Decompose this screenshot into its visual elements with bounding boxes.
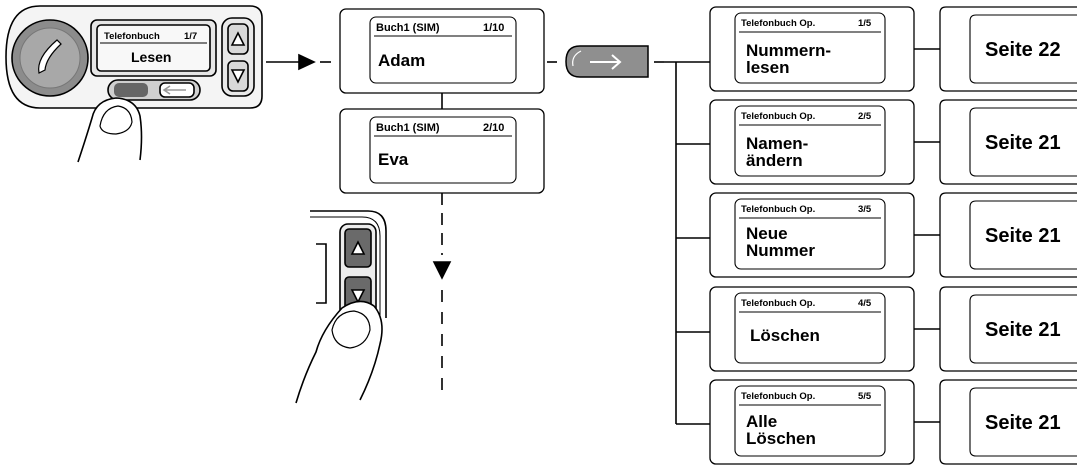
option-line1-2: Namen- — [746, 134, 809, 153]
option-line1-5: Alle — [746, 412, 778, 431]
option-index-3: 3/5 — [858, 204, 872, 215]
phone-icon — [11, 19, 89, 97]
option-index-1: 1/5 — [858, 18, 872, 29]
option-index-5: 5/5 — [858, 391, 872, 402]
option-page-5: Seite 21 — [985, 412, 1061, 434]
option-title-4: Telefonbuch Op. — [741, 298, 816, 309]
option-line1-4: Löschen — [750, 326, 820, 345]
list-index-2: 2/10 — [483, 122, 505, 134]
device-to-list-arrow — [266, 53, 331, 71]
option-title-2: Telefonbuch Op. — [741, 111, 816, 122]
device-screen-text: Lesen — [131, 49, 172, 65]
list-box-adam — [339, 8, 545, 94]
list-title-1: Buch1 (SIM) — [376, 22, 440, 34]
list-index-1: 1/10 — [483, 22, 505, 34]
up-down-keys-device — [310, 210, 387, 321]
device-screen-index: 1/7 — [184, 31, 198, 42]
finger-icon-2 — [295, 300, 383, 404]
list-box-eva — [339, 108, 545, 194]
list-title-2: Buch1 (SIM) — [376, 122, 440, 134]
option-box-1 — [709, 6, 915, 92]
option-line1-1: Nummern- — [746, 41, 832, 60]
scroll-down-dashed-arrow — [432, 193, 452, 390]
page-boxes — [939, 6, 1077, 465]
right-arrow-key — [547, 45, 664, 78]
option-line1-3: Neue — [746, 224, 788, 243]
page-connectors — [914, 48, 940, 423]
down-triangle-icon — [350, 289, 366, 304]
tree-connectors — [664, 61, 710, 425]
option-line2-2: ändern — [746, 151, 803, 170]
option-title-3: Telefonbuch Op. — [741, 204, 816, 215]
device-screen-title: Telefonbuch — [104, 31, 160, 42]
option-line2-3: Nummer — [746, 241, 815, 260]
device-down-triangle-icon — [230, 69, 246, 84]
list-name-2: Eva — [378, 150, 409, 169]
option-line2-5: Löschen — [746, 429, 816, 448]
option-page-1: Seite 22 — [985, 39, 1061, 61]
list-name-1: Adam — [378, 51, 426, 70]
option-index-4: 4/5 — [858, 298, 872, 309]
device-up-triangle-icon — [230, 31, 246, 46]
option-title-5: Telefonbuch Op. — [741, 391, 816, 402]
finger-icon — [77, 97, 143, 163]
option-line2-1: lesen — [746, 58, 790, 77]
option-page-3: Seite 21 — [985, 225, 1061, 247]
option-title-1: Telefonbuch Op. — [741, 18, 816, 29]
option-index-2: 2/5 — [858, 111, 872, 122]
up-triangle-icon — [350, 240, 366, 255]
option-page-4: Seite 21 — [985, 319, 1061, 341]
right-arrow-icon — [590, 54, 622, 70]
option-page-2: Seite 21 — [985, 132, 1061, 154]
